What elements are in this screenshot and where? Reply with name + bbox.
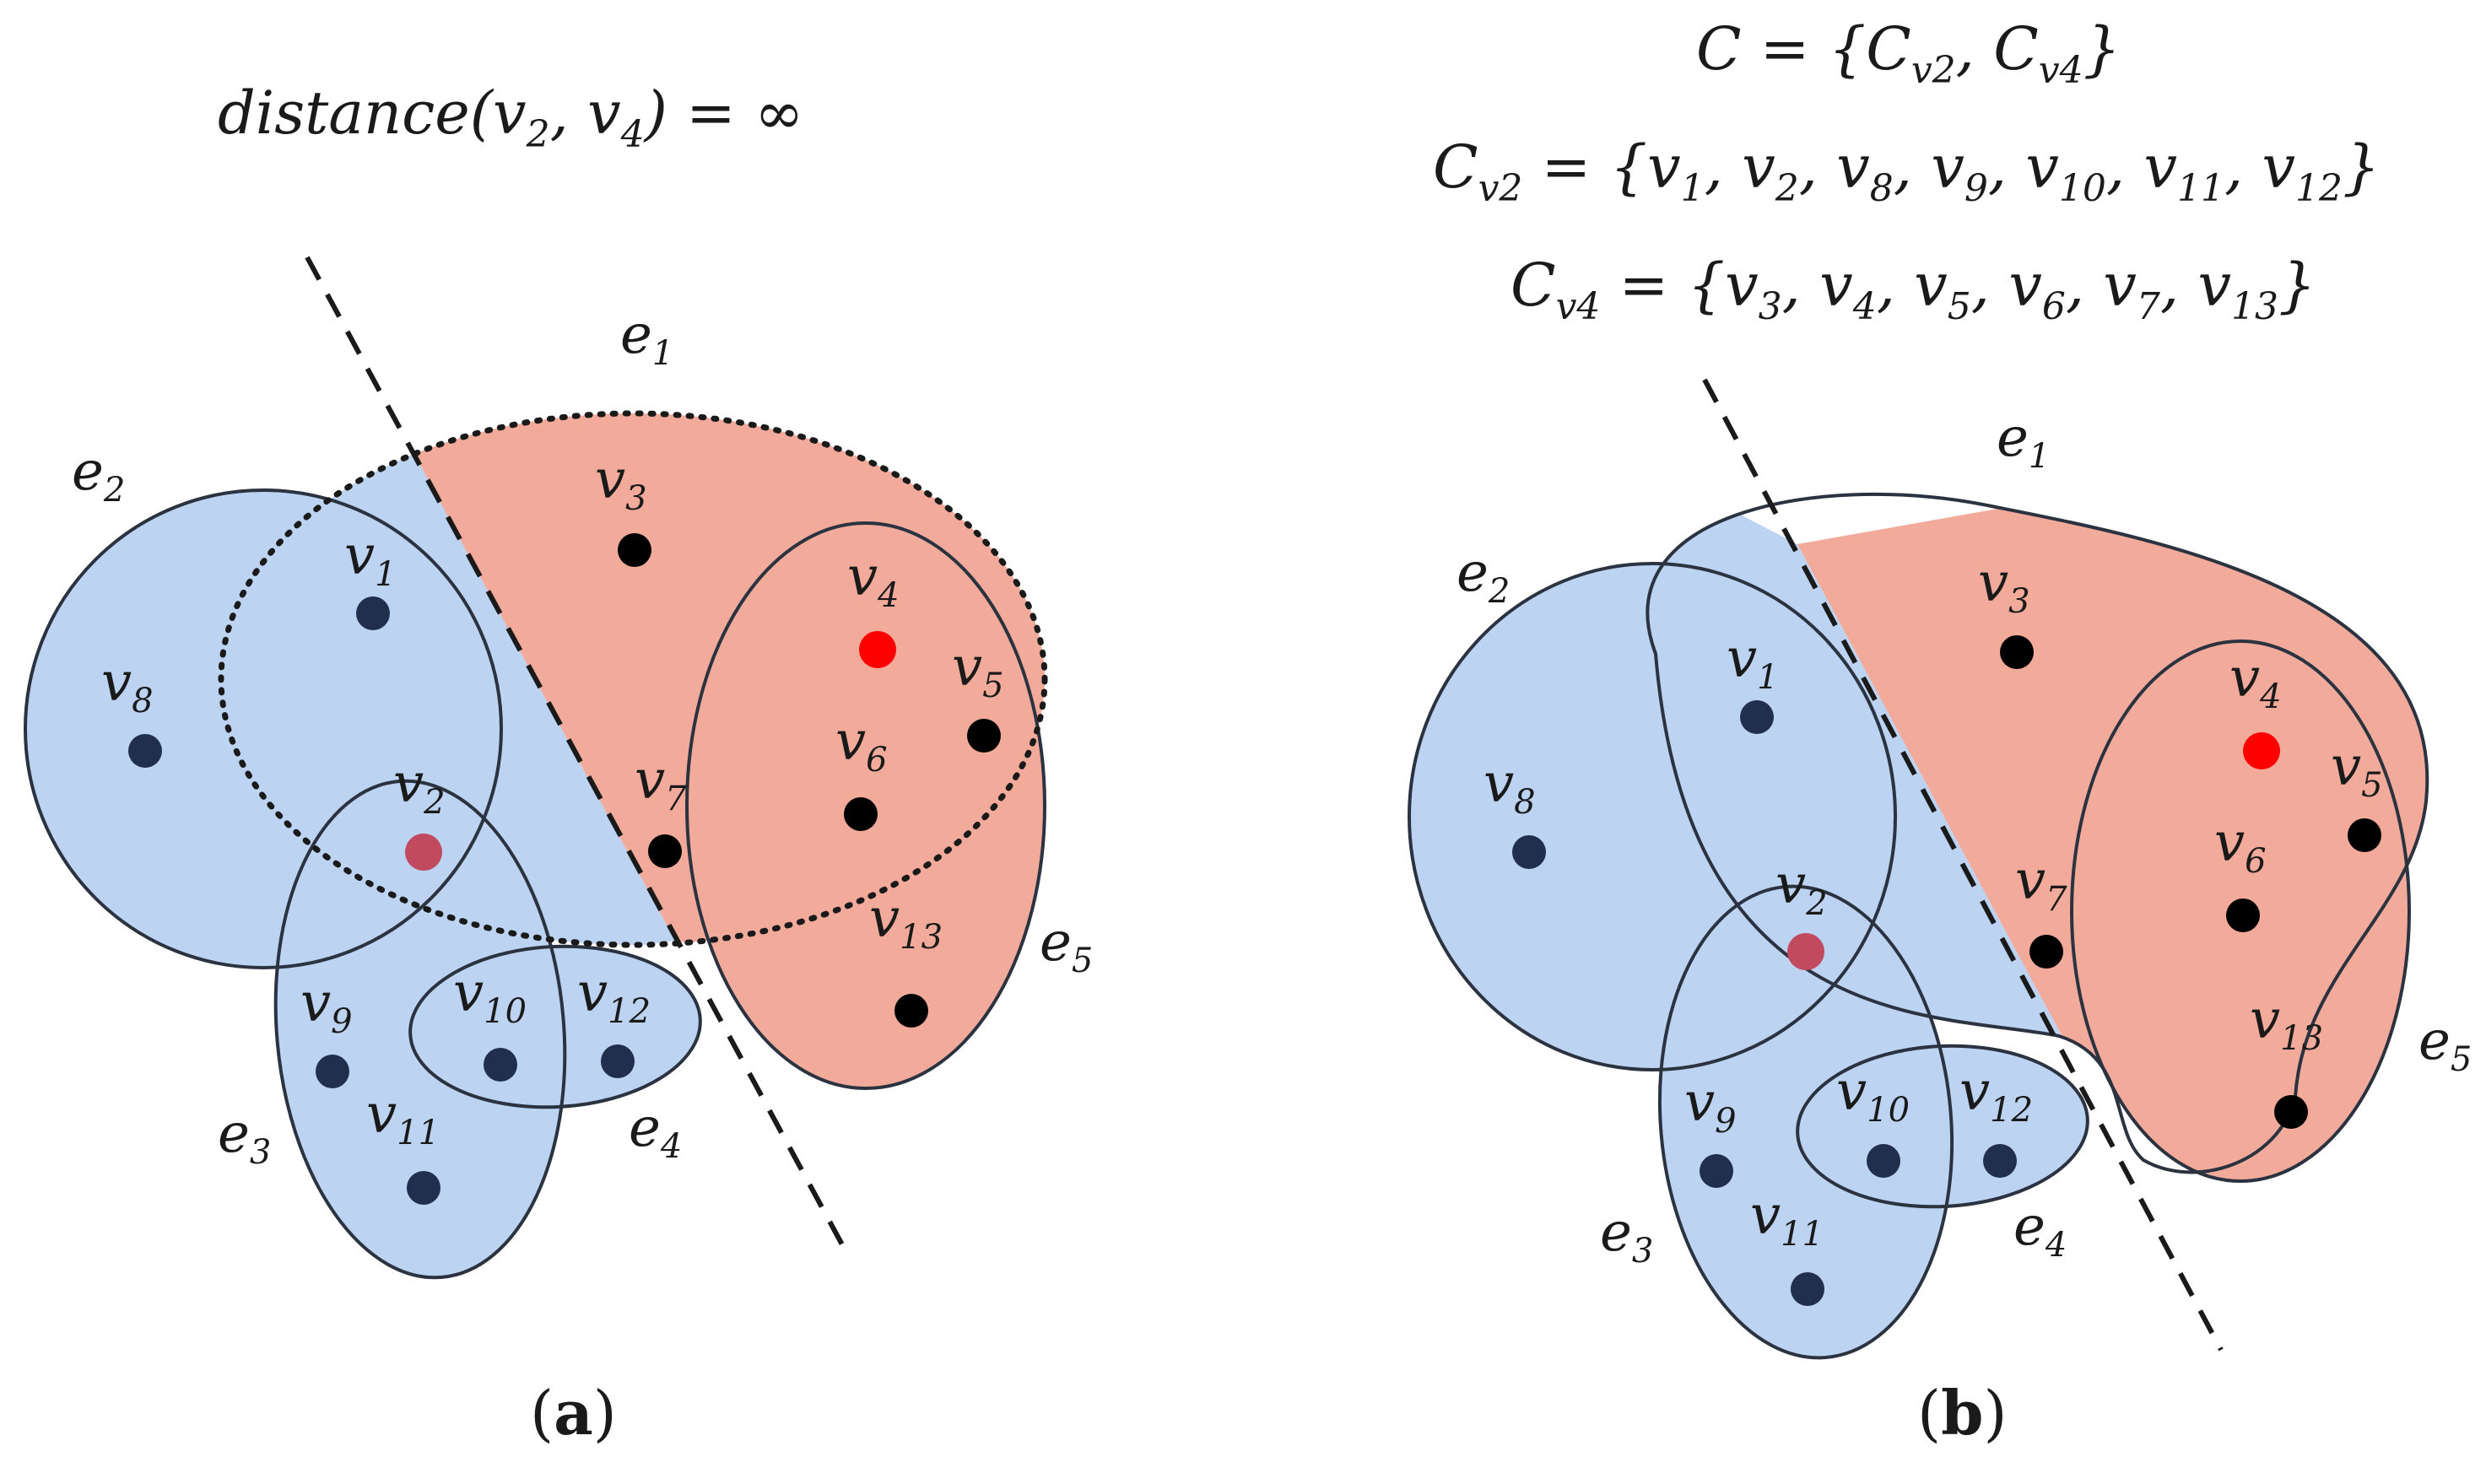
label-e2-b: e2	[1456, 542, 1510, 611]
node-v6-b	[2226, 898, 2260, 932]
label-e1: e1	[620, 304, 673, 373]
node-v8-b	[1512, 835, 1546, 869]
label-v12: v12	[577, 962, 651, 1031]
label-v9: v9	[300, 972, 353, 1041]
label-v6: v6	[835, 710, 888, 780]
label-v1: v1	[344, 525, 397, 594]
label-e5: e5	[1040, 911, 1093, 980]
hyperedge-e1-outline-dotted	[218, 410, 1048, 948]
formula-cv4-set: Cv4 = {v3, v4, v5, v6, v7, v13}	[1511, 251, 2316, 328]
caption-b: (b)	[1917, 1377, 2008, 1449]
label-v13: v13	[869, 888, 943, 957]
node-v2	[405, 834, 442, 871]
label-v10: v10	[453, 962, 527, 1031]
node-v10	[484, 1048, 517, 1082]
label-v2: v2	[393, 753, 446, 822]
node-v5-b	[2348, 818, 2381, 852]
hyperedge-e5-outline-b	[2070, 639, 2411, 1183]
caption-a: (a)	[530, 1377, 617, 1449]
label-v13-b: v13	[2250, 989, 2323, 1058]
label-v10-b: v10	[1836, 1060, 1910, 1130]
cut-line-b	[1702, 378, 2224, 1352]
node-v1	[356, 596, 390, 630]
hyperedge-e5-outline	[685, 521, 1046, 1090]
label-e5-b: e5	[2418, 1010, 2472, 1079]
hyperedge-e1-outline-b	[1646, 493, 2429, 1174]
node-v9-b	[1700, 1154, 1733, 1188]
hyperedge-e3-outline-b	[1657, 884, 1954, 1360]
label-v2-b: v2	[1775, 854, 1828, 923]
node-v9	[316, 1055, 349, 1088]
hyperedge-e4-outline	[408, 944, 702, 1109]
hyperedge-e3-outline	[273, 779, 567, 1280]
node-v8	[128, 734, 162, 768]
label-e4: e4	[629, 1097, 682, 1166]
node-v6	[844, 797, 878, 831]
node-v5	[967, 719, 1001, 753]
label-v4: v4	[847, 546, 900, 615]
hyperedge-e2-outline	[24, 488, 503, 969]
node-v11	[407, 1171, 440, 1205]
label-e4-b: e4	[2013, 1195, 2067, 1265]
node-v3-b	[2000, 635, 2034, 669]
label-v12-b: v12	[1959, 1060, 2033, 1130]
hyperedge-e2-outline-b	[1408, 562, 1897, 1071]
hyperedge-e4-outline-b	[1796, 1044, 2089, 1209]
label-v8: v8	[101, 651, 154, 720]
node-v10-b	[1867, 1144, 1900, 1178]
label-v9-b: v9	[1684, 1071, 1737, 1141]
node-v12	[601, 1044, 635, 1078]
node-v4-b	[2243, 732, 2280, 769]
node-v1-b	[1740, 700, 1774, 734]
node-v4	[859, 631, 896, 668]
panel-b: C = {Cv2, Cv4} Cv2 = {v1, v2, v8, v9, v1…	[1408, 14, 2472, 1449]
label-v1-b: v1	[1727, 628, 1779, 697]
label-v11-b: v11	[1750, 1185, 1824, 1254]
label-v6-b: v6	[2214, 812, 2267, 881]
node-v3	[618, 533, 651, 567]
label-e1-b: e1	[1997, 407, 2050, 476]
label-v8-b: v8	[1483, 753, 1536, 822]
formula-distance: distance(v2, v4) = ∞	[218, 78, 803, 156]
label-e3: e3	[218, 1103, 271, 1172]
label-v5: v5	[952, 636, 1004, 705]
label-v5-b: v5	[2331, 736, 2383, 805]
label-v3-b: v3	[1978, 552, 2030, 621]
node-v12-b	[1983, 1144, 2017, 1178]
node-v13-b	[2274, 1095, 2308, 1129]
node-v7	[648, 834, 682, 868]
label-e2: e2	[72, 440, 125, 510]
node-v7-b	[2029, 935, 2063, 969]
label-v11: v11	[366, 1083, 440, 1152]
label-v7-b: v7	[2015, 850, 2067, 919]
cut-line-a	[305, 256, 851, 1259]
label-e3-b: e3	[1600, 1201, 1653, 1271]
label-v4-b: v4	[2229, 647, 2282, 716]
panel-a: distance(v2, v4) = ∞	[24, 78, 1093, 1449]
node-v11-b	[1791, 1272, 1824, 1306]
formula-c-set: C = {Cv2, Cv4}	[1696, 14, 2121, 92]
label-v7: v7	[635, 749, 687, 818]
formula-cv2-set: Cv2 = {v1, v2, v8, v9, v10, v11, v12}	[1433, 132, 2381, 210]
node-v13	[894, 994, 928, 1028]
node-v2-b	[1787, 933, 1824, 970]
label-v3: v3	[595, 449, 647, 518]
